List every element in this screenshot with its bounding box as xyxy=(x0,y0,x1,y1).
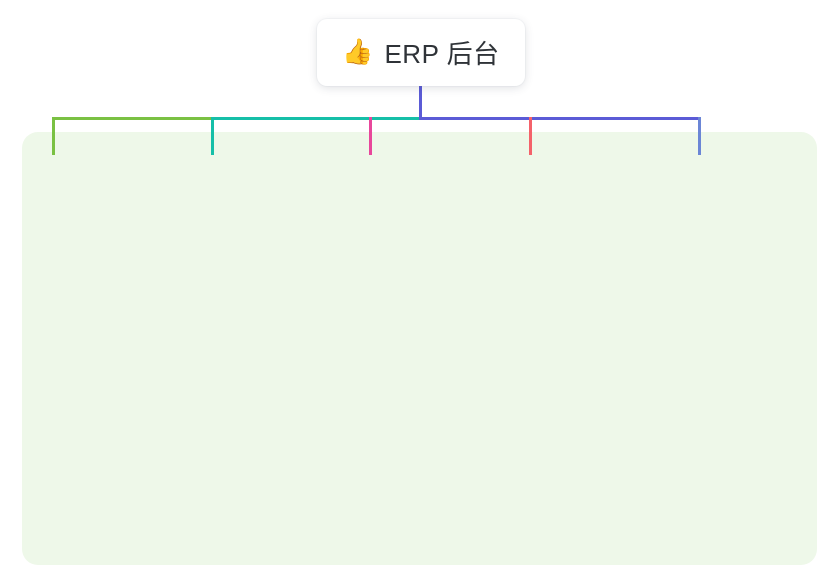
bus-segment-3 xyxy=(419,117,700,120)
root-stem xyxy=(419,86,422,118)
bus-segment-2 xyxy=(211,117,421,120)
root-node-title: ERP 后台 xyxy=(384,39,500,69)
bus-drop-3 xyxy=(369,117,372,155)
branches-panel xyxy=(22,132,817,565)
bus-drop-2 xyxy=(211,117,214,155)
thumbs-up-icon: 👍 xyxy=(342,38,374,66)
bus-drop-4 xyxy=(529,117,532,155)
bus-segment-1 xyxy=(52,117,211,120)
bus-drop-1 xyxy=(52,117,55,155)
root-node-card[interactable]: 👍 ERP 后台 xyxy=(317,19,525,86)
root-node-content: 👍 ERP 后台 xyxy=(342,34,499,71)
bus-drop-5 xyxy=(698,117,701,155)
